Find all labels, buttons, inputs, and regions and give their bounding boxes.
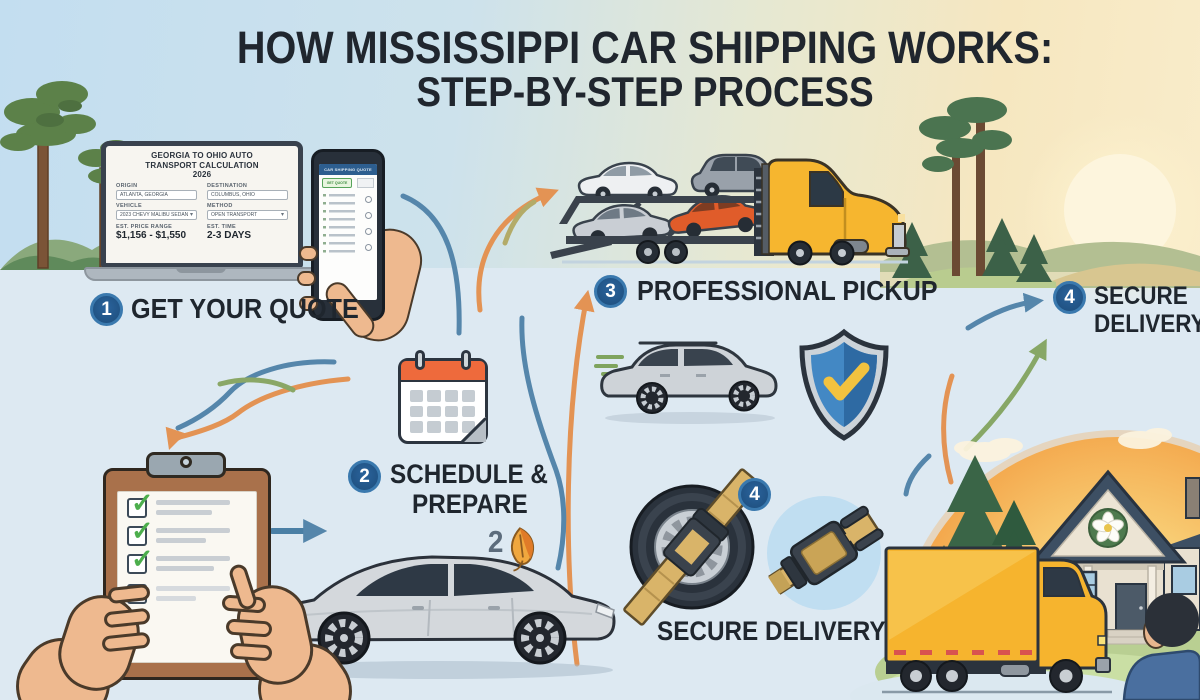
list-icon: [365, 212, 372, 219]
price-estimate: EST. PRICE RANGE $1,156 - $1,550: [116, 224, 197, 241]
step-4-label-line2: DELIVERY: [1094, 310, 1200, 338]
checked-checkbox[interactable]: ✓: [127, 546, 154, 574]
list-icon: [365, 196, 372, 203]
phone-app-header: CAR SHIPPING QUOTE: [319, 164, 377, 175]
get-quote-button[interactable]: GET QUOTE: [322, 178, 352, 188]
finger: [299, 246, 318, 261]
chevron-down-icon: ▾: [189, 212, 193, 219]
method-field: METHOD OPEN TRANSPORT ▾: [207, 203, 288, 220]
flow-arrows: [165, 187, 1047, 667]
arrow-to-carrier: [476, 187, 559, 313]
time-estimate: EST. TIME 2-3 DAYS: [207, 224, 288, 241]
check-icon: ✓: [131, 544, 154, 574]
right-sunset-scene: [880, 97, 1200, 312]
clipboard-clip-hole: [180, 456, 192, 468]
calendar-icon: [398, 350, 488, 444]
step-3-label: PROFESSIONAL PICKUP: [637, 275, 938, 306]
checked-checkbox[interactable]: ✓: [127, 490, 154, 518]
step-4-bottom-badge: 4: [738, 478, 771, 511]
calendar-ring: [415, 350, 425, 370]
driver-person: [1122, 593, 1200, 700]
step-3-badge: 3: [594, 275, 627, 308]
step-1-badge: 1: [90, 293, 123, 326]
step-2-label-line1: SCHEDULE &: [390, 459, 548, 489]
step-1-label: GET YOUR QUOTE: [131, 293, 359, 324]
arrow-to-clipboard-orange: [165, 376, 351, 450]
price-value: $1,156 - $1,550: [116, 229, 187, 241]
secure-delivery-label: SECURE DELIVERY: [657, 616, 886, 646]
arrow-to-step4-green: [963, 338, 1047, 452]
laptop-quote-calculator: GEORGIA TO OHIO AUTO TRANSPORT CALCULATI…: [101, 141, 303, 268]
vehicle-field: VEHICLE 2023 CHEVY MALIBU SEDAN ▾: [116, 203, 197, 220]
phone-quote-app: CAR SHIPPING QUOTE GET QUOTE: [311, 149, 385, 321]
tire-strap-icon: [623, 468, 761, 626]
laptop-notch: [176, 267, 226, 273]
car-carrier-truck-icon: [550, 153, 910, 266]
step-4-badge: 4: [1053, 281, 1086, 314]
check-icon: ✓: [131, 516, 154, 546]
destination-input[interactable]: COLUMBUS, OHIO: [207, 189, 288, 200]
list-icon: [365, 228, 372, 235]
list-icon: [365, 244, 372, 251]
green-curve-left: [217, 377, 296, 393]
page-title-line1: HOW MISSISSIPPI CAR SHIPPING WORKS:: [236, 22, 1054, 73]
checklist-item: ✓: [127, 490, 230, 520]
time-value: 2-3 DAYS: [207, 229, 252, 241]
origin-field: ORIGIN ATLANTA, GEORGIA: [116, 183, 197, 200]
checklist-lines: [329, 194, 355, 258]
step-4-label-line1: SECURE: [1094, 282, 1188, 310]
page-title-line2: STEP-BY-STEP PROCESS: [416, 68, 874, 115]
step-2-label-line2: PREPARE: [412, 489, 528, 519]
origin-input[interactable]: ATLANTA, GEORGIA: [116, 189, 197, 200]
magnolia-emblem: [1088, 508, 1128, 548]
calculator-title: GEORGIA TO OHIO AUTO TRANSPORT CALCULATI…: [145, 151, 259, 180]
method-select[interactable]: OPEN TRANSPORT ▾: [207, 209, 288, 220]
blue-arc-small: [903, 453, 932, 497]
checklist-item: ✓: [127, 518, 230, 548]
arrow-phone-to-calendar: [400, 193, 462, 336]
destination-field: DESTINATION COLUMBUS, OHIO: [207, 183, 288, 200]
shield-check-icon: [799, 328, 889, 441]
vehicle-select[interactable]: 2023 CHEVY MALIBU SEDAN ▾: [116, 209, 197, 220]
orange-squiggle: [941, 373, 955, 485]
delivery-truck-icon: [882, 546, 1112, 694]
curve-carrier-to-sedan: [519, 315, 567, 571]
checked-checkbox[interactable]: ✓: [127, 518, 154, 546]
finger: [297, 271, 316, 286]
finger: [229, 642, 273, 662]
step-2-badge: 2: [348, 460, 381, 493]
checklist-bullets: [323, 194, 326, 258]
strap-buckle-icon: [767, 496, 884, 610]
calendar-header: [401, 361, 485, 382]
chevron-down-icon: ▾: [280, 212, 284, 219]
leaf-icon: [510, 527, 535, 572]
phone-field: [357, 178, 374, 188]
phone-screen: CAR SHIPPING QUOTE GET QUOTE: [319, 164, 377, 300]
suv-icon: [600, 341, 778, 424]
arrow-to-step4-blue: [965, 292, 1044, 331]
step-2-marker: 2: [487, 524, 504, 559]
calendar-ring: [461, 350, 471, 370]
finger: [299, 296, 318, 311]
check-icon: ✓: [131, 488, 154, 518]
finger: [225, 618, 273, 638]
olive-curve: [502, 199, 537, 246]
curve-to-clipboard-blue: [175, 359, 337, 431]
sedan-icon: [262, 555, 616, 679]
checklist-item: ✓: [127, 546, 230, 576]
